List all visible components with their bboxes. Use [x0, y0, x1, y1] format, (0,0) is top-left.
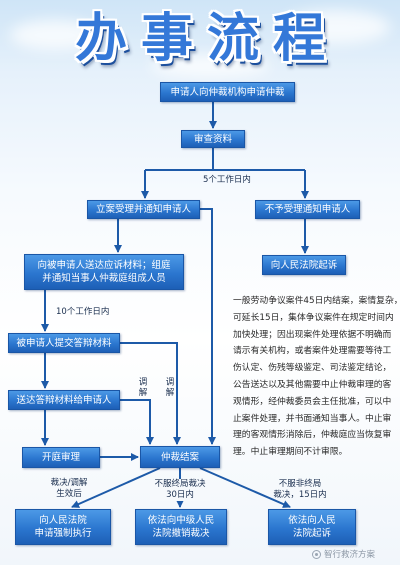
label-effective-line-1: 裁决/调解: [50, 478, 88, 488]
arrow-deliver-to-close: [120, 399, 154, 445]
note-line: 伤认定、伤残等级鉴定、司法鉴定结论，: [233, 363, 392, 374]
label-final-30-line-2: 30日内: [166, 490, 194, 500]
step-revoke-line-1: 依法向中级人民: [147, 515, 215, 526]
label-effective-line-2: 生效后: [56, 489, 82, 499]
cloud-decoration: [10, 20, 100, 50]
step-revoke-line-2: 法院撤销裁决: [152, 528, 210, 539]
note-line: 可延长15日，集体争议案件在规定时间内: [233, 312, 394, 323]
step-enforce-box: 向人民法院 申请强制执行: [15, 509, 111, 545]
time-limit-note: 一般劳动争议案件45日内结案，案情复杂， 可延长15日，集体争议案件在规定时间内…: [233, 293, 400, 461]
arrow-close-to-sue-court: [199, 467, 291, 508]
note-line: 止案件处理，并书面通知当事人。中止审: [233, 413, 392, 424]
step-defense-label: 被申请人提交答辩材料: [16, 337, 112, 349]
step-sue-court-box: 依法向人民 法院起诉: [268, 509, 356, 545]
step-reject-box: 不予受理通知申请人: [255, 200, 360, 219]
cloud-decoration: [280, 10, 390, 44]
arrow-close-to-enforce: [71, 467, 161, 508]
label-final-30: 不服终局裁决 30日内: [150, 479, 210, 501]
step-close-label: 仲裁结案: [160, 451, 199, 463]
label-final-30-line-1: 不服终局裁决: [154, 479, 206, 489]
step-accept-label: 立案受理并通知申请人: [95, 204, 191, 215]
label-nonfinal-15: 不服非终局 裁决，15日内: [268, 479, 332, 501]
step-deliver-defense-box: 送达答辩材料给申请人: [8, 390, 120, 410]
step-apply-label: 申请人向仲裁机构申请仲裁: [170, 86, 285, 98]
step-review-label: 审查资料: [193, 133, 232, 145]
step-sue-box: 向人民法院起诉: [262, 255, 346, 275]
step-close-box: 仲裁结案: [140, 446, 220, 468]
note-line: 理的客观情形消除后，仲裁庭应当恢复审: [233, 430, 392, 441]
step-reject-label: 不予受理通知申请人: [264, 204, 351, 215]
step-enforce-line-1: 向人民法院: [39, 515, 87, 526]
step-revoke-box: 依法向中级人民 法院撤销裁决: [135, 509, 227, 545]
step-deliver-defense-label: 送达答辩材料给申请人: [16, 394, 112, 406]
note-line: 一般劳动争议案件45日内结案，案情复杂，: [233, 296, 400, 306]
step-sue-label: 向人民法院起诉: [270, 259, 338, 271]
step-serve-line-1: 向被申请人送达应诉材料；组庭: [37, 260, 171, 271]
step-defense-box: 被申请人提交答辩材料: [8, 333, 120, 353]
arrow-defense-to-close: [120, 342, 181, 445]
step-sue-court-line-1: 依法向人民: [288, 515, 336, 526]
cloud-decoration: [150, 55, 270, 77]
step-apply-box: 申请人向仲裁机构申请仲裁: [160, 82, 295, 102]
label-mediation-1: 调解: [137, 377, 147, 398]
note-line: 观情形，经仲裁委员会主任批准，可以中: [233, 396, 392, 407]
note-line: 请示有关机构，或者案件处理需要等待工: [233, 346, 392, 357]
label-effective: 裁决/调解 生效后: [44, 478, 94, 500]
step-serve-line-2: 并通知当事人仲裁庭组成人员: [42, 273, 166, 284]
label-mediation-2: 调解: [164, 377, 174, 398]
label-ten-days: 10个工作日内: [56, 307, 110, 317]
note-line: 理。中止审理期间不计审限。: [233, 447, 348, 458]
step-enforce-line-2: 申请强制执行: [34, 528, 92, 539]
step-hearing-box: 开庭审理: [22, 447, 100, 468]
note-line: 加快处理；因出现案件处理依据不明确而: [233, 329, 392, 340]
step-hearing-label: 开庭审理: [41, 452, 80, 463]
arrow-accept-to-close: [200, 208, 216, 445]
watermark-logo-icon: [312, 549, 321, 559]
step-review-box: 审查资料: [181, 130, 245, 148]
step-serve-box: 向被申请人送达应诉材料；组庭 并通知当事人仲裁庭组成人员: [24, 254, 184, 290]
watermark-text: 智行救济方案: [324, 550, 376, 560]
label-five-days: 5个工作日内: [203, 175, 251, 185]
step-sue-court-line-2: 法院起诉: [292, 528, 331, 539]
watermark: 智行救济方案: [312, 548, 375, 560]
note-line: 公告送达以及其他需要中止仲裁审理的客: [233, 379, 392, 390]
page-title: 办事流程: [74, 9, 339, 69]
step-accept-box: 立案受理并通知申请人: [87, 200, 200, 219]
label-nonfinal-15-line-2: 裁决，15日内: [273, 490, 327, 500]
label-nonfinal-15-line-1: 不服非终局: [278, 479, 322, 489]
